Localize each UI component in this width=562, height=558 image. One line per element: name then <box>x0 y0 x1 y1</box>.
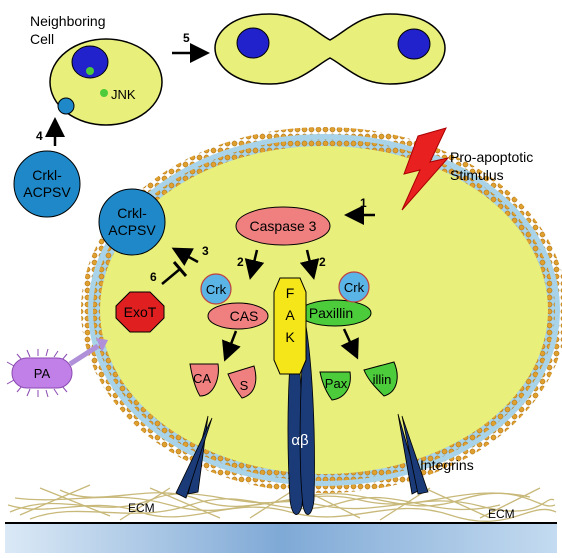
fak-label-k: K <box>285 329 295 345</box>
arrow-step3 <box>171 247 199 266</box>
crk-left-node <box>200 273 232 305</box>
crk-right-node <box>338 271 370 303</box>
crkl-acpsv-vesicle-inside <box>98 188 166 256</box>
fak-label-f: F <box>286 285 295 301</box>
ecm-fibers <box>7 484 557 522</box>
fak-node <box>273 277 307 375</box>
neighboring-cell <box>49 38 163 126</box>
illin-fragment <box>363 361 398 397</box>
arrow-cas-cleavage <box>222 330 241 362</box>
ca-fragment <box>189 363 219 397</box>
arrow-step2-right <box>299 249 320 280</box>
exot-node <box>115 291 165 333</box>
s-fragment-label: S <box>240 378 249 393</box>
pa-bacterium <box>6 338 108 398</box>
caspase3-label: Caspase 3 <box>250 218 317 234</box>
pa-label: PA <box>34 366 51 381</box>
paxillin-label: Paxillin <box>309 305 353 321</box>
step6-label: 6 <box>150 270 157 284</box>
neighbor-nucleus <box>71 45 109 79</box>
neighbor-jnk-dot <box>86 67 94 75</box>
vesicle-fusing <box>57 97 75 115</box>
pax-fragment <box>319 371 351 401</box>
step3-label: 3 <box>202 244 209 258</box>
crk-left-label: Crk <box>206 282 227 297</box>
jnk-marker <box>100 89 108 97</box>
lightning-icon <box>401 127 450 211</box>
ca-fragment-label: CA <box>193 371 211 386</box>
step2-right-label: 2 <box>319 255 326 269</box>
daughter-nucleus-right <box>397 28 431 60</box>
crkl-acpsv-outside-label-1: Crkl- <box>32 167 62 183</box>
inhibition-step6 <box>161 261 188 285</box>
substrate <box>5 522 557 553</box>
alpha-beta-label: αβ <box>291 432 309 449</box>
arrow-paxillin-cleavage <box>340 328 359 360</box>
step1-label: 1 <box>360 196 367 210</box>
crkl-acpsv-vesicle-outside <box>13 150 81 218</box>
crkl-acpsv-outside-label-2: ACPSV <box>23 184 71 200</box>
neighboring-cell-label-2: Cell <box>30 31 54 47</box>
integrin-left <box>175 415 213 499</box>
s-fragment <box>227 365 257 399</box>
integrin-right <box>397 413 429 495</box>
stimulus-label-1: Pro-apoptotic <box>450 149 533 165</box>
ecm-left-label: ECM <box>128 501 155 515</box>
daughter-nucleus-left <box>236 27 270 59</box>
ecm-right-label: ECM <box>488 507 515 521</box>
step4-label: 4 <box>36 129 43 143</box>
caspase3-node <box>235 206 331 246</box>
step2-left-label: 2 <box>237 255 244 269</box>
neighboring-cell-label-1: Neighboring <box>30 13 106 29</box>
integrins-label: Integrins <box>420 457 474 473</box>
cas-node <box>207 302 269 330</box>
step5-label: 5 <box>183 31 190 45</box>
fak-label-a: A <box>285 307 295 323</box>
crkl-acpsv-inside-label-1: Crkl- <box>117 205 147 221</box>
dividing-cells <box>214 13 446 85</box>
illin-fragment-label: illin <box>373 372 392 387</box>
stimulus-label-2: Stimulus <box>450 167 504 183</box>
pax-fragment-label: Pax <box>325 376 348 391</box>
cas-label: CAS <box>230 308 259 324</box>
exot-label: ExoT <box>124 304 157 320</box>
crk-right-label: Crk <box>344 280 365 295</box>
jnk-label: JNK <box>111 87 136 102</box>
arrow-step2-left <box>244 249 265 280</box>
crkl-acpsv-inside-label-2: ACPSV <box>108 222 156 238</box>
